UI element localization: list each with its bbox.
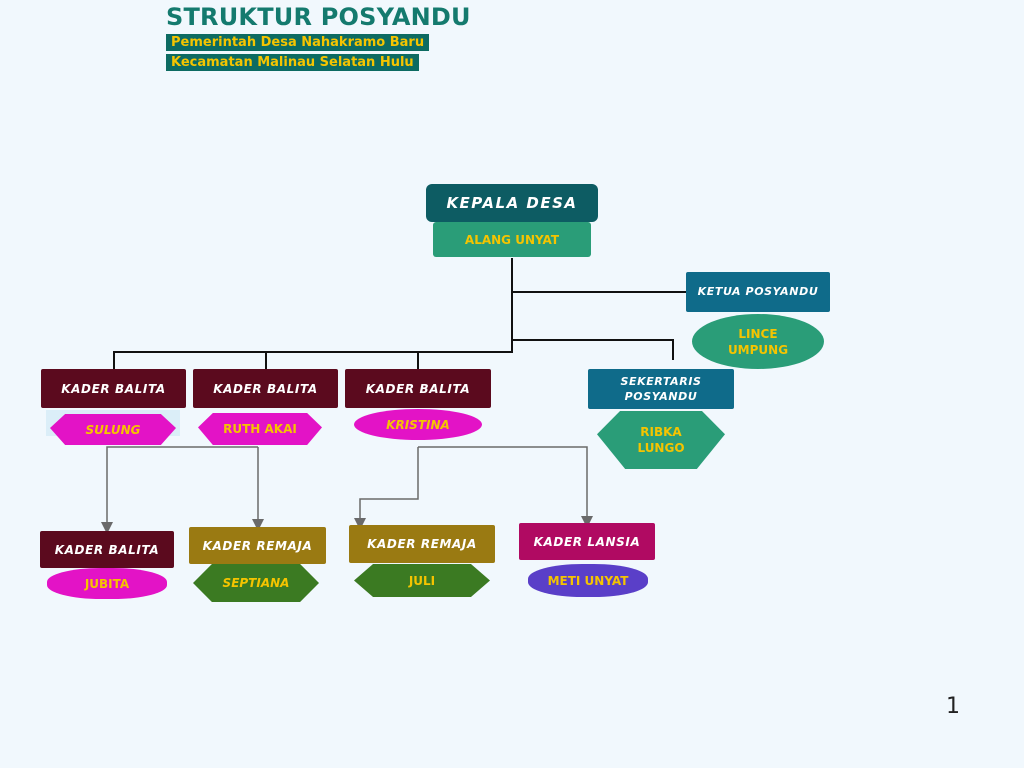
sekertaris-posyandu-box: SEKERTARIS POSYANDU: [588, 369, 734, 409]
kader-balita-2-name: RUTH AKAI: [198, 413, 322, 445]
hierarchy-connectors: [113, 258, 686, 369]
kader-balita-2-box: KADER BALITA: [193, 369, 338, 408]
connector-to-sekertaris: [512, 339, 674, 360]
arrow-to-kader-balita-4: [101, 446, 258, 534]
subtitle-village: Pemerintah Desa Nahakramo Baru: [166, 34, 430, 51]
kader-balita-4-box: KADER BALITA: [40, 531, 174, 568]
kader-remaja-2-box: KADER REMAJA: [349, 525, 495, 563]
kader-remaja-1-box: KADER REMAJA: [189, 527, 326, 564]
sekertaris-role-line-1: SEKERTARIS: [620, 375, 702, 388]
arrow-to-kader-remaja-2: [354, 447, 419, 530]
kader-balita-3-name: KRISTINA: [354, 409, 482, 440]
kader-balita-3-box: KADER BALITA: [345, 369, 491, 408]
kader-remaja-2-name: JULI: [354, 564, 490, 597]
arrow-to-kader-lansia: [418, 446, 593, 528]
kader-balita-1-box: KADER BALITA: [41, 369, 186, 408]
kader-lansia-box: KADER LANSIA: [519, 523, 655, 560]
kader-balita-4-name: JUBITA: [47, 568, 167, 599]
ketua-posyandu-name: LINCE UMPUNG: [692, 314, 824, 369]
sekertaris-role-line-2: POSYANDU: [624, 390, 698, 403]
page-title: STRUKTUR POSYANDU: [166, 3, 471, 31]
arrow-connectors: [101, 446, 593, 534]
sekertaris-name-line-2: LUNGO: [637, 441, 685, 455]
kader-remaja-1-name: SEPTIANA: [193, 564, 319, 602]
ketua-name-line-1: LINCE: [738, 326, 778, 341]
kader-balita-1-name: SULUNG: [50, 414, 176, 445]
subtitle-district: Kecamatan Malinau Selatan Hulu: [166, 54, 419, 71]
page-number: 1: [946, 694, 960, 719]
sekertaris-posyandu-name: RIBKA LUNGO: [597, 411, 725, 469]
ketua-name-line-2: UMPUNG: [727, 342, 789, 357]
sekertaris-name-line-1: RIBKA: [640, 425, 682, 439]
ketua-posyandu-box: KETUA POSYANDU: [686, 272, 830, 312]
kepala-desa-name: ALANG UNYAT: [433, 222, 591, 257]
kader-lansia-name: METI UNYAT: [528, 564, 648, 597]
kepala-desa-box: KEPALA DESA: [426, 184, 598, 222]
connector-kepala-to-kader-balita-1: [113, 258, 513, 369]
